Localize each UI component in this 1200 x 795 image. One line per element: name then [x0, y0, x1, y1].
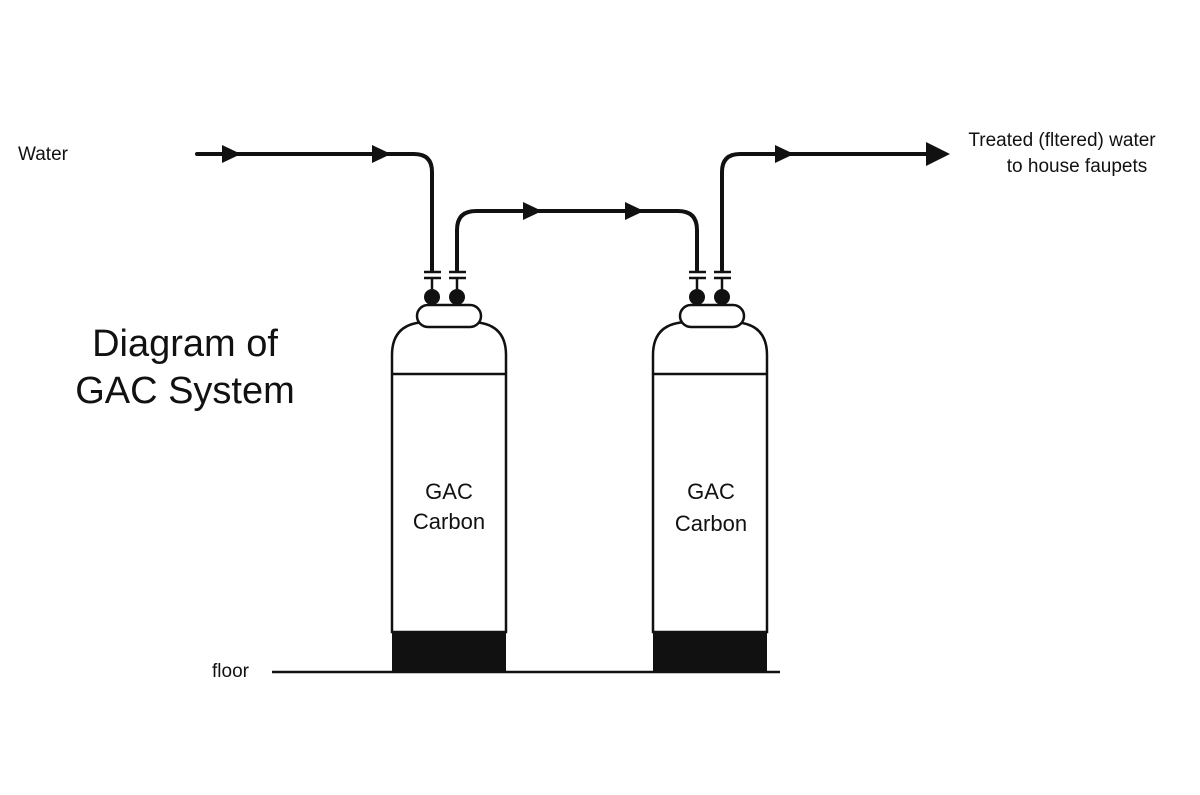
tank-1-label-line1: GAC — [425, 479, 473, 504]
tank-1-cap — [415, 303, 483, 329]
flow-arrow-3 — [523, 202, 542, 220]
outlet-label-line2: to house faupets — [1007, 156, 1148, 177]
connector-pipe — [455, 209, 699, 272]
flow-arrow-1 — [222, 145, 241, 163]
tank-1-base — [392, 632, 506, 672]
inlet-pipe — [195, 152, 434, 272]
tank-2-base — [653, 632, 767, 672]
tank-2-label-line2: Carbon — [675, 511, 747, 536]
tank-1-body — [390, 320, 508, 634]
floor-label: floor — [212, 661, 250, 682]
flow-arrow-4 — [625, 202, 644, 220]
tank-1-label-line2: Carbon — [413, 509, 485, 534]
outlet-arrow-head — [926, 142, 950, 166]
tank-1: GAC Carbon — [390, 303, 508, 672]
diagram-title-line1: Diagram of — [92, 323, 278, 365]
tank-2-body — [651, 320, 769, 634]
outlet-label-line1: Treated (fltered) water — [968, 130, 1156, 151]
tank-2-cap — [678, 303, 746, 329]
tank-2-valves — [689, 270, 731, 305]
flow-arrow-2 — [372, 145, 391, 163]
inlet-label: Water — [18, 144, 69, 165]
tank-2-label-line1: GAC — [687, 479, 735, 504]
flow-arrow-5 — [775, 145, 794, 163]
tank-1-valves — [424, 270, 466, 305]
outlet-pipe — [720, 152, 934, 272]
diagram-title-line2: GAC System — [75, 370, 295, 412]
tank-2: GAC Carbon — [651, 303, 769, 672]
